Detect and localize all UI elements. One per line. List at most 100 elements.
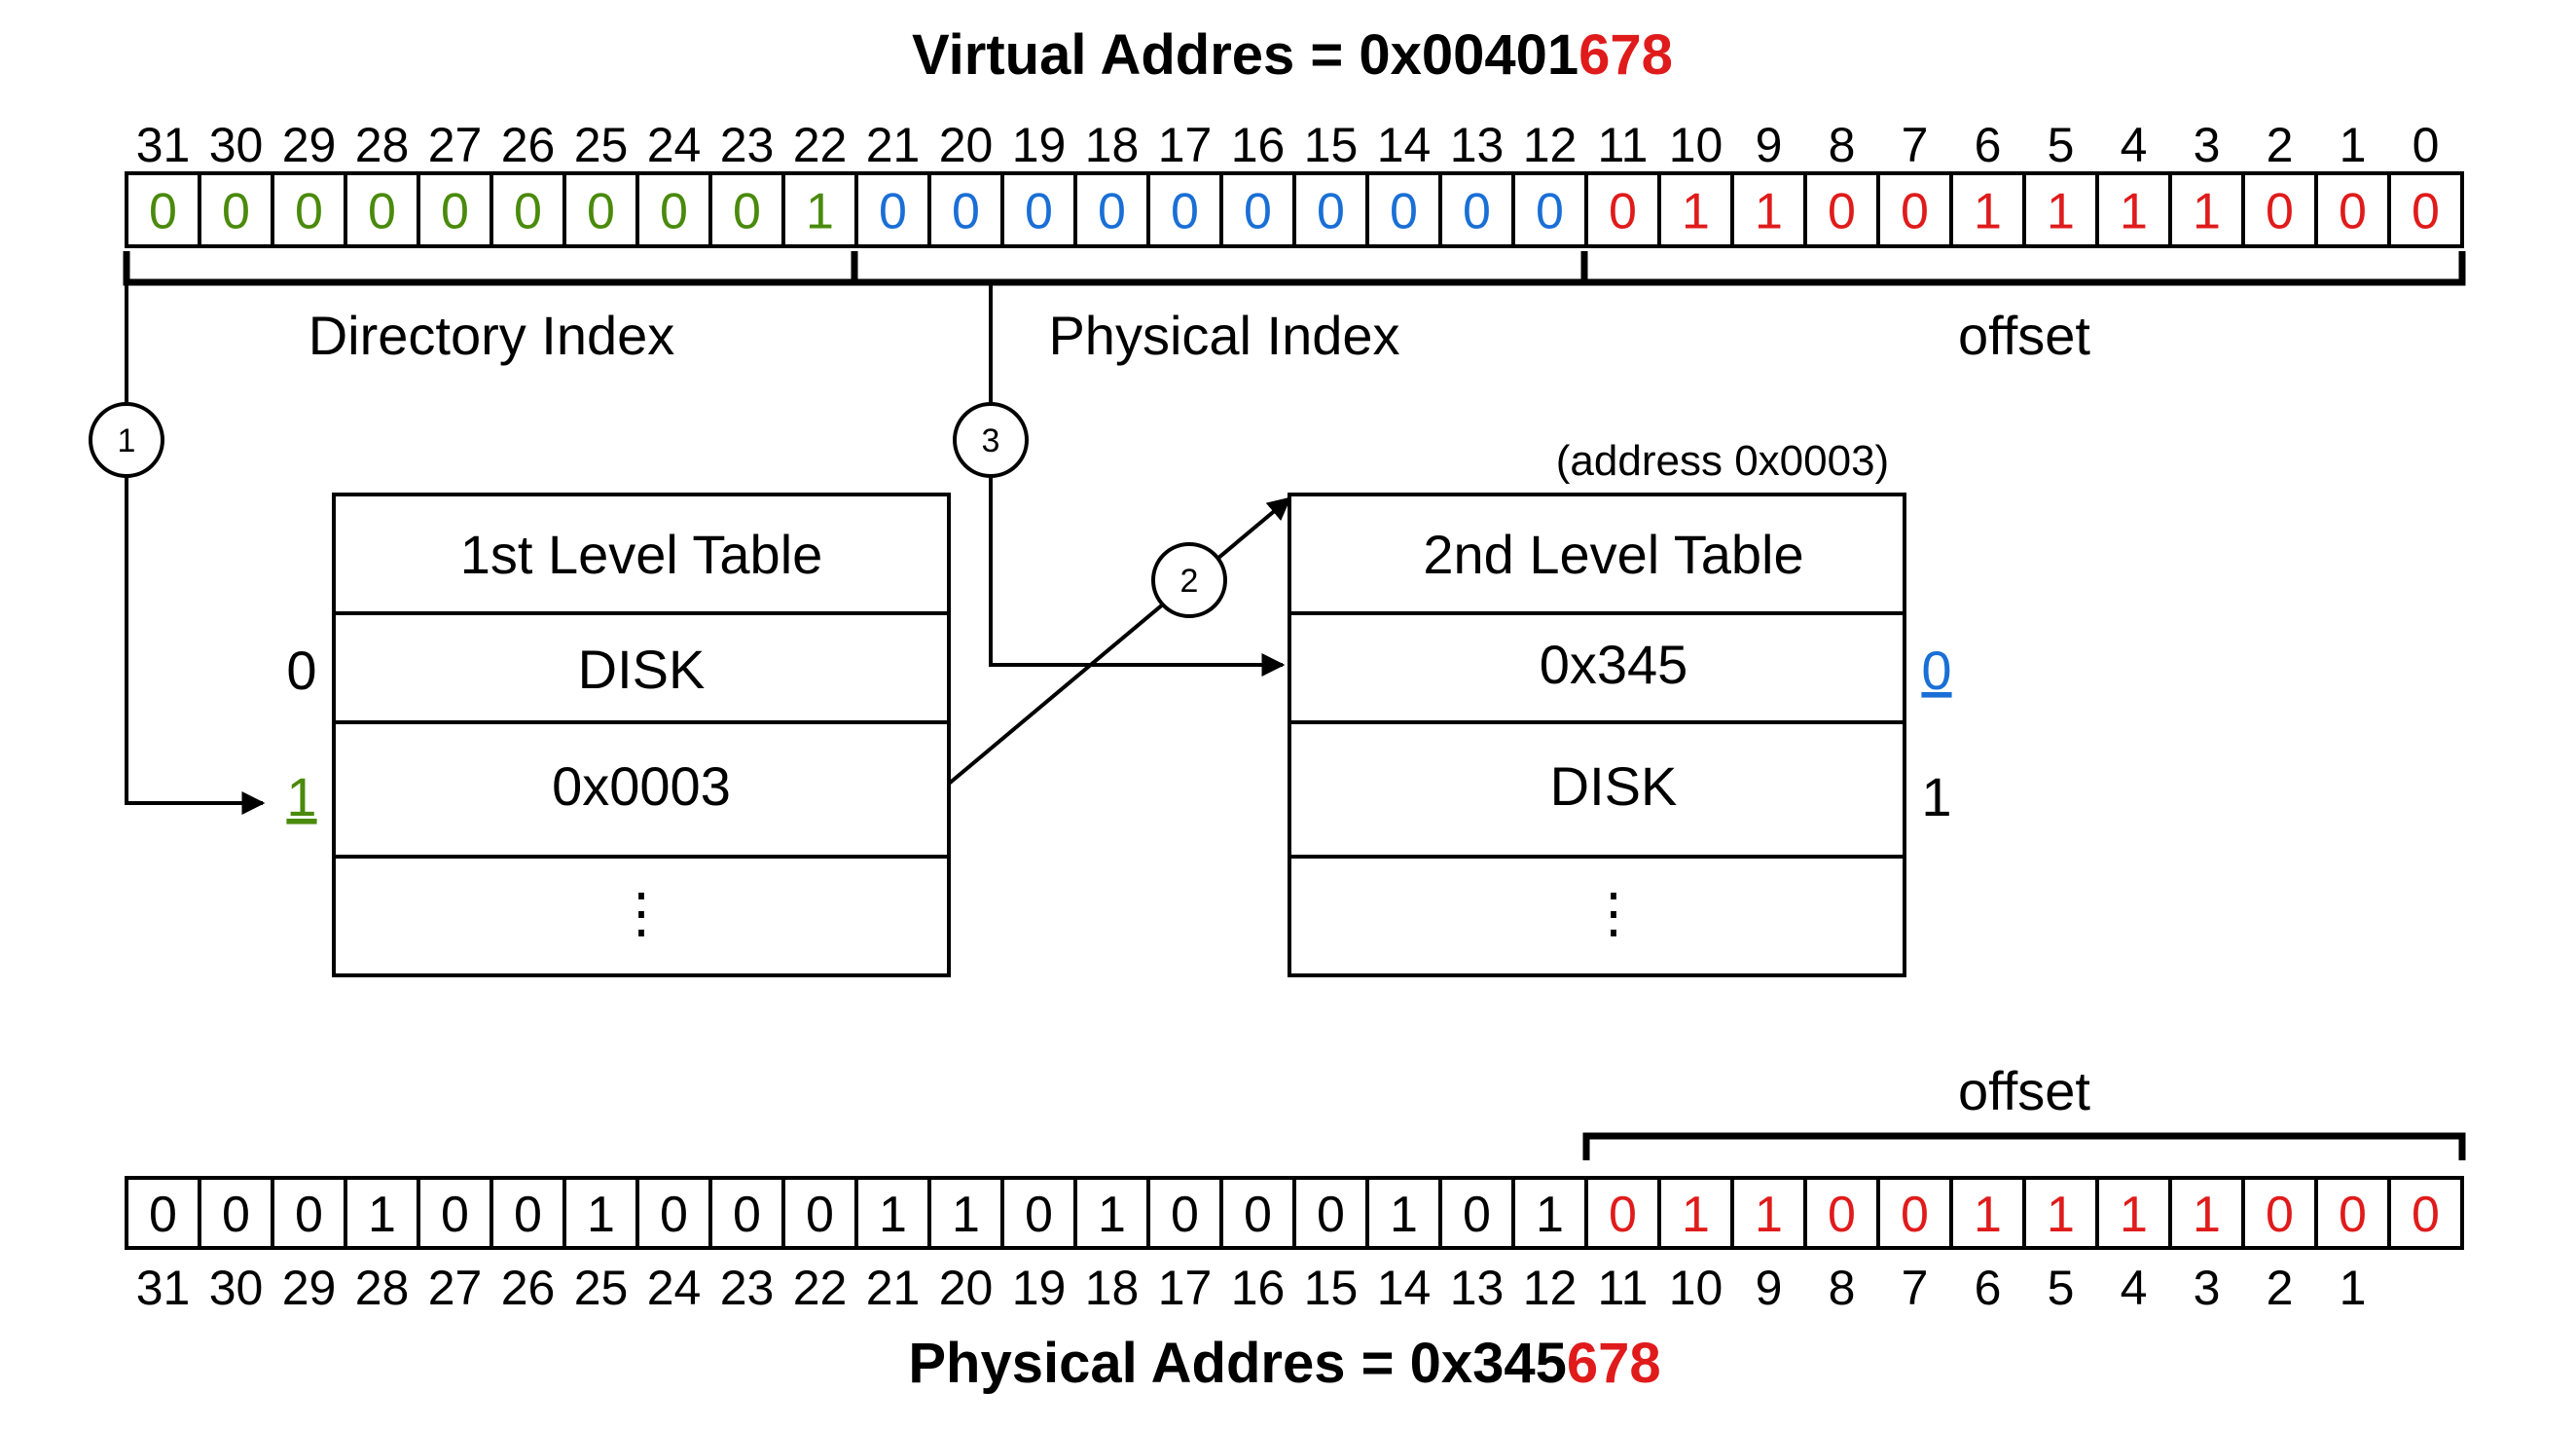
virtual-bit-number-3: 28 [355,118,410,172]
virtual-bit-9: 1 [1755,184,1783,240]
first-level-table-ellipsis: ⋮ [614,882,669,943]
physical-bit-number-4: 27 [428,1261,483,1315]
first-level-table-entry-1: 0x0003 [552,755,731,817]
physical-bit-number-5: 26 [501,1261,556,1315]
physical-bit-13: 0 [1463,1187,1491,1243]
virtual-bit-2: 0 [2266,184,2294,240]
virtual-bit-number-30: 1 [2340,118,2367,172]
virtual-bit-20: 0 [952,184,980,240]
virtual-bit-number-20: 11 [1598,118,1649,172]
second-level-table-entry-0: 0x345 [1540,634,1688,695]
virtual-bit-17: 0 [1171,184,1199,240]
physical-bit-number-3: 28 [355,1261,410,1315]
physical-bit-number-14: 17 [1158,1261,1213,1315]
physical-bit-18: 1 [1098,1187,1126,1243]
physical-index-label: Physical Index [1048,305,1399,366]
virtual-bit-number-0: 31 [136,118,191,172]
virtual-bit-24: 0 [660,184,688,240]
virtual-bit-21: 0 [879,184,907,240]
physical-bit-15: 0 [1317,1187,1345,1243]
physical-bit-number-12: 19 [1012,1261,1067,1315]
directory-index-label: Directory Index [308,305,675,366]
svg-text:3: 3 [982,422,1000,459]
virtual-bit-15: 0 [1317,184,1345,240]
virtual-bit-28: 0 [368,184,396,240]
physical-address-title: Physical Addres = 0x345678 [908,1332,1660,1395]
physical-bit-number-25: 6 [1975,1261,2002,1315]
physical-bit-29: 0 [295,1187,323,1243]
physical-bit-19: 0 [1025,1187,1053,1243]
virtual-bit-number-8: 23 [720,118,775,172]
virtual-bit-23: 0 [733,184,761,240]
physical-index-brace [854,251,1588,286]
physical-bit-28: 1 [368,1187,396,1243]
physical-offset-brace [1582,1132,2466,1160]
virtual-bit-number-29: 2 [2267,118,2294,172]
step-1-connector [125,282,266,815]
physical-bit-8: 0 [1828,1187,1856,1243]
virtual-bit-4: 1 [2120,184,2148,240]
virtual-bit-number-31: 0 [2413,118,2440,172]
physical-bit-23: 0 [733,1187,761,1243]
virtual-bit-29: 0 [295,184,323,240]
virtual-bit-30: 0 [222,184,250,240]
virtual-bit-18: 0 [1098,184,1126,240]
physical-bit-5: 1 [2047,1187,2075,1243]
virtual-bit-number-28: 3 [2194,118,2221,172]
physical-bit-21: 1 [879,1187,907,1243]
physical-bit-number-16: 15 [1304,1261,1359,1315]
virtual-bit-13: 0 [1463,184,1491,240]
physical-bit-24: 0 [660,1187,688,1243]
physical-bit-3: 1 [2193,1187,2221,1243]
first-level-table-title: 1st Level Table [460,524,823,585]
virtual-bit-number-25: 6 [1975,118,2002,172]
second-level-table-ellipsis: ⋮ [1586,882,1641,943]
second-level-table-index-1: 1 [1921,766,1951,827]
virtual-bit-26: 0 [514,184,542,240]
physical-bit-number-20: 11 [1598,1261,1649,1315]
virtual-bit-31: 0 [149,184,177,240]
virtual-bit-12: 0 [1536,184,1564,240]
virtual-bit-3: 1 [2193,184,2221,240]
physical-bit-12: 1 [1536,1187,1564,1243]
step-3-marker: 3 [953,402,1029,478]
physical-bit-number-9: 22 [793,1261,848,1315]
second-level-table [1288,493,1906,977]
virtual-bit-8: 0 [1828,184,1856,240]
virtual-bit-11: 0 [1609,184,1637,240]
physical-bit-number-30: 1 [2340,1261,2367,1315]
virtual-address-title: Virtual Addres = 0x00401678 [912,23,1673,87]
physical-bit-11: 0 [1609,1187,1637,1243]
virtual-bit-1: 0 [2339,184,2367,240]
physical-bit-6: 1 [1974,1187,2002,1243]
virtual-bit-0: 0 [2412,184,2440,240]
svg-text:1: 1 [118,422,136,459]
virtual-bit-number-12: 19 [1012,118,1067,172]
physical-bit-number-6: 25 [574,1261,629,1315]
virtual-bit-14: 0 [1390,184,1418,240]
virtual-bit-number-16: 15 [1304,118,1359,172]
physical-bit-2: 0 [2266,1187,2294,1243]
svg-text:2: 2 [1180,563,1199,600]
second-level-table-address-note: (address 0x0003) [1556,437,1889,485]
physical-bit-27: 0 [441,1187,469,1243]
physical-bit-number-21: 10 [1669,1261,1723,1315]
virtual-bit-16: 0 [1244,184,1272,240]
virtual-bit-number-9: 22 [793,118,848,172]
virtual-bit-27: 0 [441,184,469,240]
physical-bit-17: 0 [1171,1187,1199,1243]
physical-bit-number-28: 3 [2194,1261,2221,1315]
virtual-bit-number-6: 25 [574,118,629,172]
physical-bit-number-23: 8 [1829,1261,1856,1315]
virtual-bit-number-27: 4 [2121,118,2148,172]
virtual-bit-number-5: 26 [501,118,556,172]
physical-bit-31: 0 [149,1187,177,1243]
physical-bit-number-8: 23 [720,1261,775,1315]
physical-bit-number-7: 24 [647,1261,702,1315]
step-2-connector [947,496,1291,786]
virtual-bit-number-4: 27 [428,118,483,172]
physical-bit-number-2: 29 [282,1261,337,1315]
physical-bit-16: 0 [1244,1187,1272,1243]
